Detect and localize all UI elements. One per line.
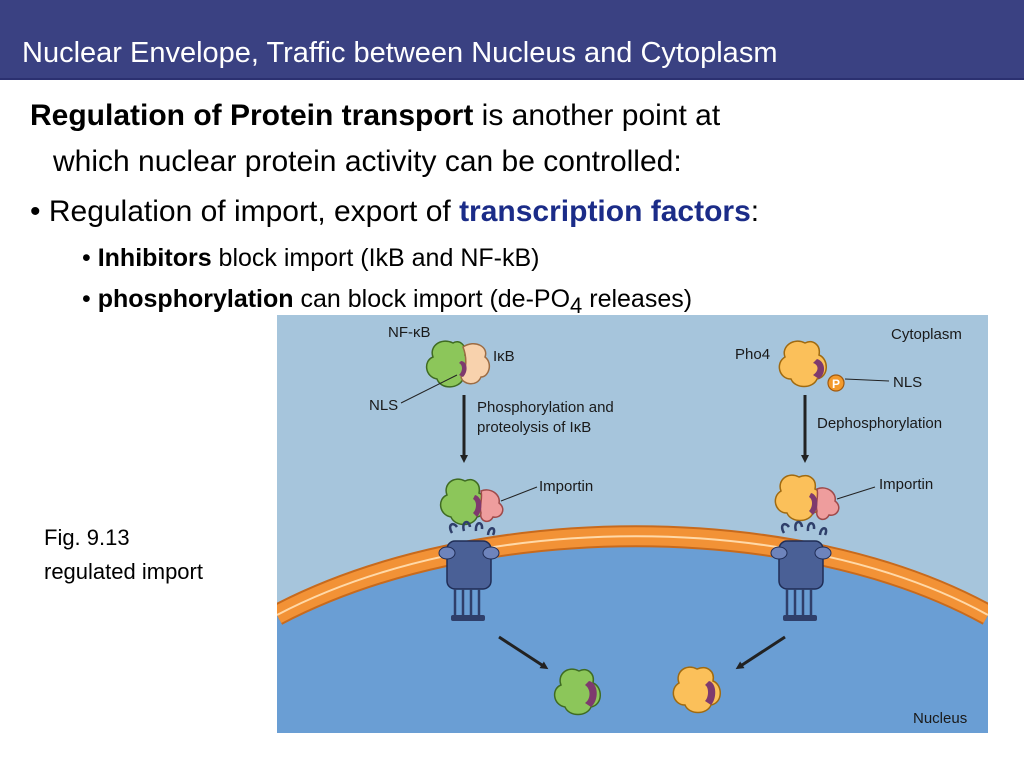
importin-leader-right <box>836 486 876 500</box>
nls-marker-bound-left <box>473 495 482 517</box>
figure-caption-text: regulated import <box>44 559 203 584</box>
pore-ring-left-b <box>482 546 500 560</box>
nuclear-pore-right <box>770 520 832 621</box>
pho4-label: Pho4 <box>735 346 770 363</box>
ikb-label: IκB <box>493 348 515 365</box>
nls-leader-line <box>400 374 458 404</box>
figure-caption-number: Fig. 9.13 <box>44 525 130 550</box>
pore-basket-left <box>453 589 481 617</box>
nls-label-right: NLS <box>893 374 922 391</box>
phosphate-circle <box>827 374 845 392</box>
sub-bullet-2: • phosphorylation can block import (de-P… <box>82 284 692 321</box>
regulated-import-figure: Cytoplasm Nucleus NF-κB IκB NLS Phosphor… <box>277 315 988 733</box>
nls-marker-nuclear-right <box>705 681 716 705</box>
importin-leader-left <box>500 486 538 502</box>
import-arrow-right <box>735 635 786 670</box>
bullet-1: • Regulation of import, export of transc… <box>30 193 759 231</box>
slide-title: Nuclear Envelope, Traffic between Nucleu… <box>22 37 778 69</box>
sub-bullet-2-end: releases) <box>582 285 693 313</box>
intro-line-1: Regulation of Protein transport is anoth… <box>30 97 720 135</box>
step-label-left-1: Phosphorylation and <box>477 399 614 416</box>
importin-label-right: Importin <box>879 476 933 493</box>
pore-channel-right <box>778 540 824 590</box>
pho4-in-nucleus <box>672 666 721 714</box>
sub-bullet-1: • Inhibitors block import (IkB and NF-kB… <box>82 243 539 273</box>
pore-ring-left-a <box>438 546 456 560</box>
nls-marker <box>459 361 467 377</box>
pore-ring-right-a <box>770 546 788 560</box>
nls-leader-right <box>844 378 890 382</box>
pore-filaments-right <box>780 520 828 536</box>
importin-label-left: Importin <box>539 478 593 495</box>
pore-ring-right-b <box>814 546 832 560</box>
step-label-left-2: proteolysis of IκB <box>477 419 591 436</box>
phosphate-label: P <box>832 377 840 391</box>
sub-bullet-2-subscript: 4 <box>570 293 583 318</box>
sub-bullet-2-marker: • <box>82 285 91 313</box>
nls-label-left: NLS <box>369 397 398 414</box>
title-underline <box>0 78 1024 80</box>
intro-line-2: which nuclear protein activity can be co… <box>53 145 682 178</box>
pho4-importin-complex <box>774 474 840 522</box>
pore-basket-ring-right <box>783 615 817 621</box>
sub-bullet-2-rest: can block import (de-PO <box>293 285 571 313</box>
nls-marker-nuclear-left <box>585 681 597 707</box>
pore-basket-ring-left <box>451 615 485 621</box>
pore-channel-left <box>446 540 492 590</box>
nuclear-pore-left <box>438 520 500 621</box>
envelope-lumen-line <box>277 535 988 616</box>
pore-basket-right <box>785 589 813 617</box>
step-label-right: Dephosphorylation <box>817 415 942 432</box>
title-bar: Nuclear Envelope, Traffic between Nucleu… <box>0 0 1024 80</box>
intro-rest: is another point at <box>473 99 721 132</box>
pho4-complex <box>778 340 845 392</box>
bullet-1-suffix: : <box>750 195 760 228</box>
sub-bullet-2-bold: phosphorylation <box>97 285 294 313</box>
sub-bullet-1-rest: block import (IkB and NF-kB) <box>211 244 540 272</box>
bullet-1-highlight: transcription factors <box>459 195 751 228</box>
pore-filaments-left <box>448 520 496 536</box>
cytoplasm-label: Cytoplasm <box>891 326 962 343</box>
nfkb-label: NF-κB <box>388 324 431 341</box>
sub-bullet-1-bold: Inhibitors <box>97 244 212 272</box>
nls-marker-bound-right <box>809 493 818 515</box>
nfkb-ikb-complex <box>425 340 491 388</box>
import-arrow-left <box>498 635 549 670</box>
bullet-1-prefix: • Regulation of import, export of <box>30 195 460 228</box>
nls-marker-right <box>813 359 825 379</box>
nucleus-label: Nucleus <box>913 710 967 727</box>
nfkb-in-nucleus <box>553 668 601 716</box>
intro-bold: Regulation of Protein transport <box>30 99 474 132</box>
sub-bullet-1-marker: • <box>82 244 91 272</box>
